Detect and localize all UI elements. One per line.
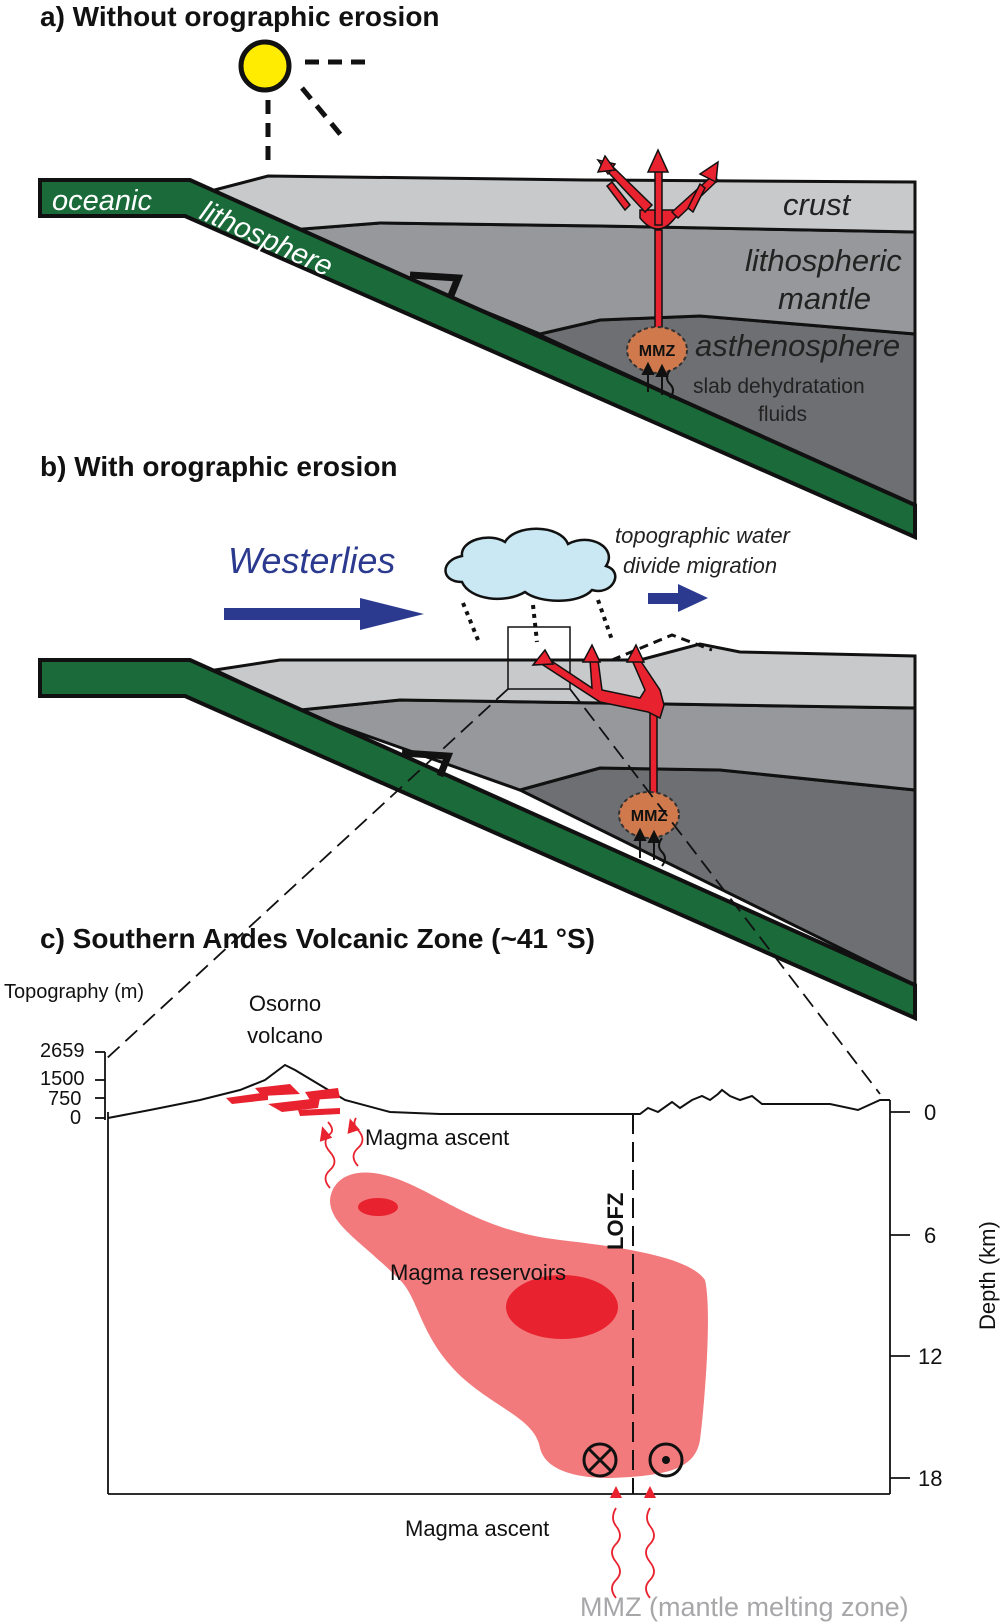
divide-migration-arrow <box>648 584 708 612</box>
shear-arrow-b <box>401 749 454 778</box>
label-osorno: Osorno <box>249 991 321 1016</box>
panel-a-title: a) Without orographic erosion <box>40 1 440 32</box>
fluid-arrows-b <box>633 827 666 867</box>
label-westerlies: Westerlies <box>228 540 395 581</box>
label-lithospheric: lithospheric <box>745 243 902 278</box>
panel-c-title: c) Southern Andes Volcanic Zone (~41 °S) <box>40 923 595 954</box>
depth-tick-12: 12 <box>918 1344 942 1369</box>
panel-b: b) With orographic erosion Westerlies to… <box>38 451 917 1095</box>
label-magma-reservoirs: Magma reservoirs <box>390 1260 566 1285</box>
zoom-line-left <box>104 688 509 1061</box>
label-divide-2: divide migration <box>623 553 777 578</box>
section-frame <box>107 1100 891 1495</box>
topography-axis-label: Topography (m) <box>4 981 144 1003</box>
into-page-icon <box>582 1442 618 1478</box>
label-fluids: fluids <box>758 403 807 426</box>
out-of-page-icon <box>648 1442 684 1478</box>
slab-b <box>38 658 917 1022</box>
topo-tick-2659: 2659 <box>40 1040 85 1062</box>
cloud-icon <box>444 527 617 602</box>
label-divide-1: topographic water <box>615 523 792 548</box>
topography-profile <box>107 1063 890 1119</box>
topo-tick-0: 0 <box>70 1107 81 1129</box>
depth-tick-6: 6 <box>924 1223 936 1248</box>
panel-a: a) Without orographic erosion <box>38 1 917 541</box>
panel-c: c) Southern Andes Volcanic Zone (~41 °S)… <box>4 923 1000 1622</box>
mmz-label-a: MMZ <box>639 343 676 360</box>
depth-axis <box>890 1111 910 1479</box>
magma-conduit-b <box>531 643 665 813</box>
crust-a <box>198 174 917 234</box>
magma-ascent-arrows-upper <box>319 1117 364 1189</box>
label-asthenosphere: asthenosphere <box>695 328 900 363</box>
label-mmz-caption: MMZ (mantle melting zone) <box>580 1592 909 1622</box>
zoom-box <box>507 626 571 690</box>
small-magma-chamber <box>358 1198 398 1216</box>
label-crust: crust <box>783 187 852 222</box>
label-lofz: LOFZ <box>603 1193 628 1250</box>
label-oceanic: oceanic <box>52 185 152 217</box>
label-mantle: mantle <box>778 281 871 316</box>
large-magma-chamber <box>506 1275 618 1339</box>
label-volcano: volcano <box>247 1023 323 1048</box>
fluid-arrows-a <box>641 361 674 399</box>
label-slab-dehydration: slab dehydratation <box>693 375 865 398</box>
panel-b-title: b) With orographic erosion <box>40 451 398 482</box>
zoom-line-right <box>569 688 881 1095</box>
shear-arrow-a <box>409 271 464 300</box>
depth-tick-0: 0 <box>924 1100 936 1125</box>
magma-ascent-arrows-lower <box>610 1486 656 1599</box>
mmz-b <box>618 791 680 839</box>
rain-lines <box>461 599 614 643</box>
magma-conduit-a <box>596 148 720 346</box>
sun-icon <box>238 39 370 166</box>
label-magma-ascent-lower: Magma ascent <box>405 1516 549 1541</box>
mmz-label-b: MMZ <box>631 808 668 825</box>
depth-axis-label: Depth (km) <box>975 1221 1000 1330</box>
topo-tick-1500: 1500 <box>40 1068 85 1090</box>
topo-tick-750: 750 <box>48 1088 81 1110</box>
topography-axis <box>95 1051 106 1120</box>
slab-a <box>38 178 917 541</box>
label-magma-ascent-upper: Magma ascent <box>365 1125 509 1150</box>
depth-tick-18: 18 <box>918 1466 942 1491</box>
shallow-intrusions <box>226 1084 340 1116</box>
mmz-a <box>626 326 688 374</box>
westerlies-arrow <box>224 598 424 630</box>
